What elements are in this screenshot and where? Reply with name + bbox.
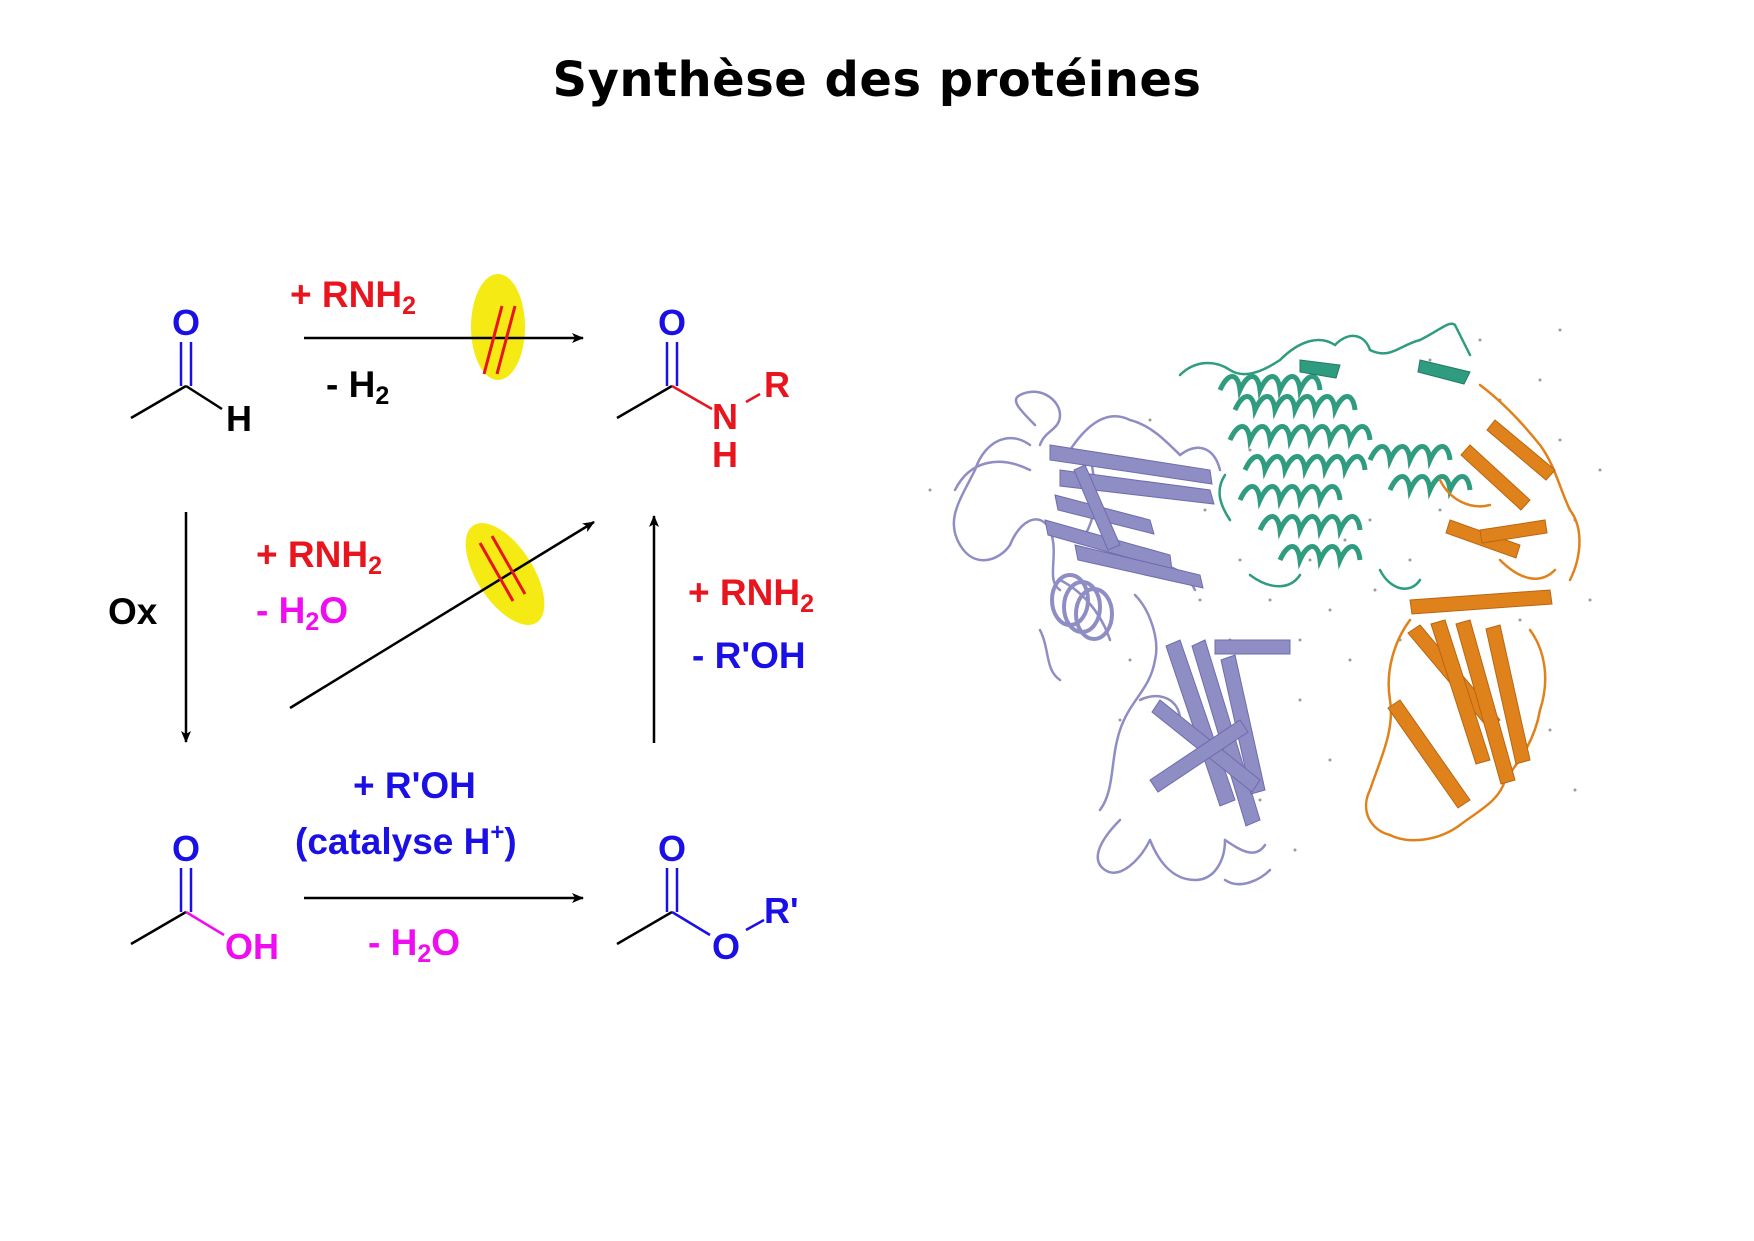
bottom-catalysis-note: (catalyse H+)	[295, 819, 517, 862]
diagonal-byproduct-water: - H2O	[256, 590, 349, 636]
aldehyde-oxygen: O	[172, 302, 201, 343]
protein-structure-illustration	[928, 322, 1602, 886]
amide-r-group: R	[764, 364, 790, 405]
oxidation-label: Ox	[108, 591, 158, 632]
bottom-reagent-alcohol: + R'OH	[353, 765, 476, 806]
ester-structure	[616, 868, 765, 946]
blocked-highlight-diagonal	[465, 523, 545, 625]
acid-oxygen: O	[172, 828, 201, 869]
ester-oxygen: O	[712, 926, 741, 967]
blocked-mark-top	[482, 305, 517, 375]
blocked-mark-diagonal	[478, 535, 527, 602]
ester-r-group: R'	[764, 890, 799, 931]
ester-carbonyl-oxygen: O	[658, 828, 687, 869]
acid-hydroxyl: OH	[225, 926, 279, 967]
arrow-acid-to-amide	[289, 520, 595, 710]
diagonal-reagent-amine: + RNH2	[256, 534, 382, 580]
acid-structure	[130, 868, 225, 946]
right-byproduct-alcohol: - R'OH	[692, 635, 806, 676]
blocked-highlight-top	[471, 274, 525, 380]
amide-hydrogen: H	[712, 434, 738, 475]
aldehyde-structure	[130, 342, 223, 420]
aldehyde-hydrogen: H	[226, 398, 252, 439]
top-byproduct-hydrogen: - H2	[326, 364, 390, 410]
top-reagent-amine: + RNH2	[290, 274, 416, 320]
bottom-byproduct-water: - H2O	[368, 922, 461, 968]
amide-oxygen: O	[658, 302, 687, 343]
right-reagent-amine: + RNH2	[688, 572, 814, 618]
amide-nitrogen: N	[712, 396, 738, 437]
amide-structure	[616, 342, 761, 420]
page-title: Synthèse des protéines	[552, 52, 1202, 108]
